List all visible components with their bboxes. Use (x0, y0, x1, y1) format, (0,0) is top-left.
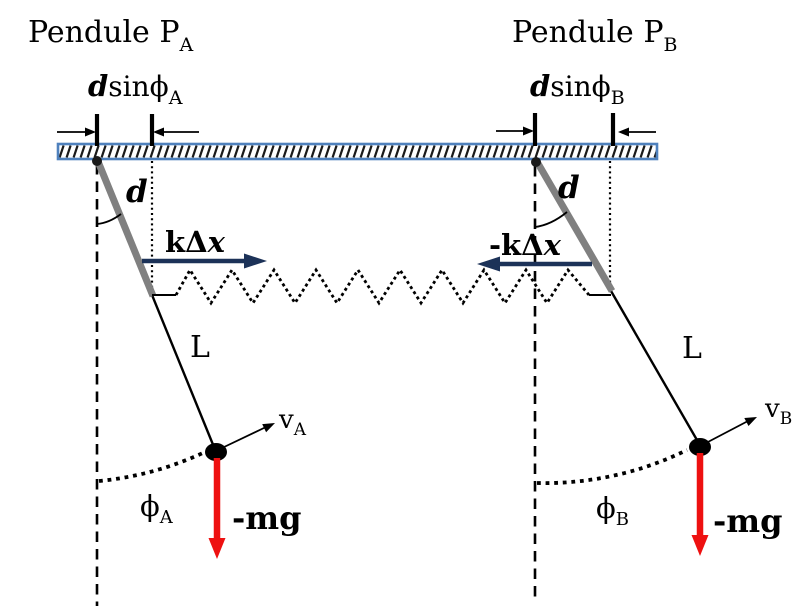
spring-force-arrow-a (142, 253, 267, 269)
spring-force-label-b: -kΔx (489, 228, 562, 262)
displacement-label-b: dsinϕB (530, 69, 625, 109)
displacement-marker-a (57, 114, 199, 146)
angle-a-subscript: A (159, 507, 174, 528)
velocity-arrow-b (705, 417, 757, 444)
rod-angle-arc-b (534, 211, 568, 228)
gravity-label-b: -mg (713, 502, 783, 540)
string-length-label-a: L (190, 330, 210, 365)
trajectory-arc-b (536, 448, 688, 485)
gravity-arrow-b (691, 453, 709, 556)
title-b-subscript: B (664, 34, 678, 56)
gravity-arrow-b-head-icon (691, 535, 709, 556)
ceiling-bar (56, 142, 659, 161)
dim-arrow-a-left-head-icon (85, 127, 96, 137)
spring-force-a-var: x (207, 225, 226, 259)
dim-arrow-b-left-head-icon (523, 126, 534, 136)
title-a-subscript: A (179, 34, 194, 56)
pivot-b (531, 157, 541, 167)
rod-angle-arc-a (96, 213, 122, 225)
displacement-a-d: d (88, 69, 108, 103)
spring-force-a-main: kΔ (165, 225, 208, 259)
gravity-arrow-a-head-icon (208, 538, 226, 559)
spring-force-b-main: -kΔ (489, 228, 544, 262)
pivot-a (92, 156, 102, 166)
velocity-a-text: v (278, 405, 294, 435)
gravity-arrow-a (208, 458, 226, 559)
bob-a (205, 443, 227, 461)
displacement-a-fn: sinϕ (108, 70, 168, 103)
angle-label-a: ϕA (140, 489, 174, 528)
angle-a-symbol: ϕ (140, 489, 160, 523)
displacement-b-subscript: B (611, 87, 625, 109)
rod-a (93, 157, 157, 298)
displacement-label-a: dsinϕA (88, 69, 183, 109)
velocity-arrow-a-shaft (221, 426, 267, 449)
velocity-label-b: vB (764, 394, 792, 429)
force-arrow-a-head-icon (244, 253, 267, 269)
displacement-b-fn: sinϕ (550, 70, 610, 103)
velocity-a-subscript: A (293, 420, 307, 440)
rod-b (532, 158, 616, 293)
bob-b (689, 438, 711, 456)
force-arrow-b-head-icon (477, 256, 500, 272)
rod-length-label-b: d (558, 170, 580, 206)
trajectory-arc-a (98, 450, 206, 483)
velocity-b-subscript: B (780, 409, 793, 429)
dim-arrow-b-right-head-icon (618, 127, 629, 137)
velocity-arrow-a (221, 423, 275, 449)
spring-zigzag (174, 267, 591, 306)
angle-b-symbol: ϕ (596, 491, 616, 525)
title-a-text: Pendule P (28, 15, 180, 50)
title-pendulum-b: Pendule PB (512, 15, 677, 56)
velocity-arrow-a-head-icon (262, 423, 275, 433)
spring-force-label-a: kΔx (165, 225, 226, 259)
spring-force-b-var: x (543, 228, 562, 262)
spring-force-arrow-b (477, 256, 592, 272)
string-length-label-b: L (682, 331, 702, 366)
displacement-b-d: d (530, 69, 550, 103)
velocity-label-a: vA (278, 405, 307, 440)
rod-length-label-a: d (126, 174, 148, 210)
title-b-text: Pendule P (512, 15, 664, 50)
gravity-label-a: -mg (232, 499, 302, 537)
angle-b-subscript: B (616, 509, 629, 530)
velocity-arrow-b-head-icon (744, 417, 757, 426)
velocity-b-text: v (764, 394, 780, 424)
displacement-marker-b (496, 113, 656, 146)
velocity-arrow-b-shaft (705, 420, 749, 444)
title-pendulum-a: Pendule PA (28, 15, 194, 56)
displacement-a-subscript: A (168, 87, 183, 109)
dim-arrow-a-right-head-icon (153, 127, 164, 137)
angle-label-b: ϕB (596, 491, 629, 530)
